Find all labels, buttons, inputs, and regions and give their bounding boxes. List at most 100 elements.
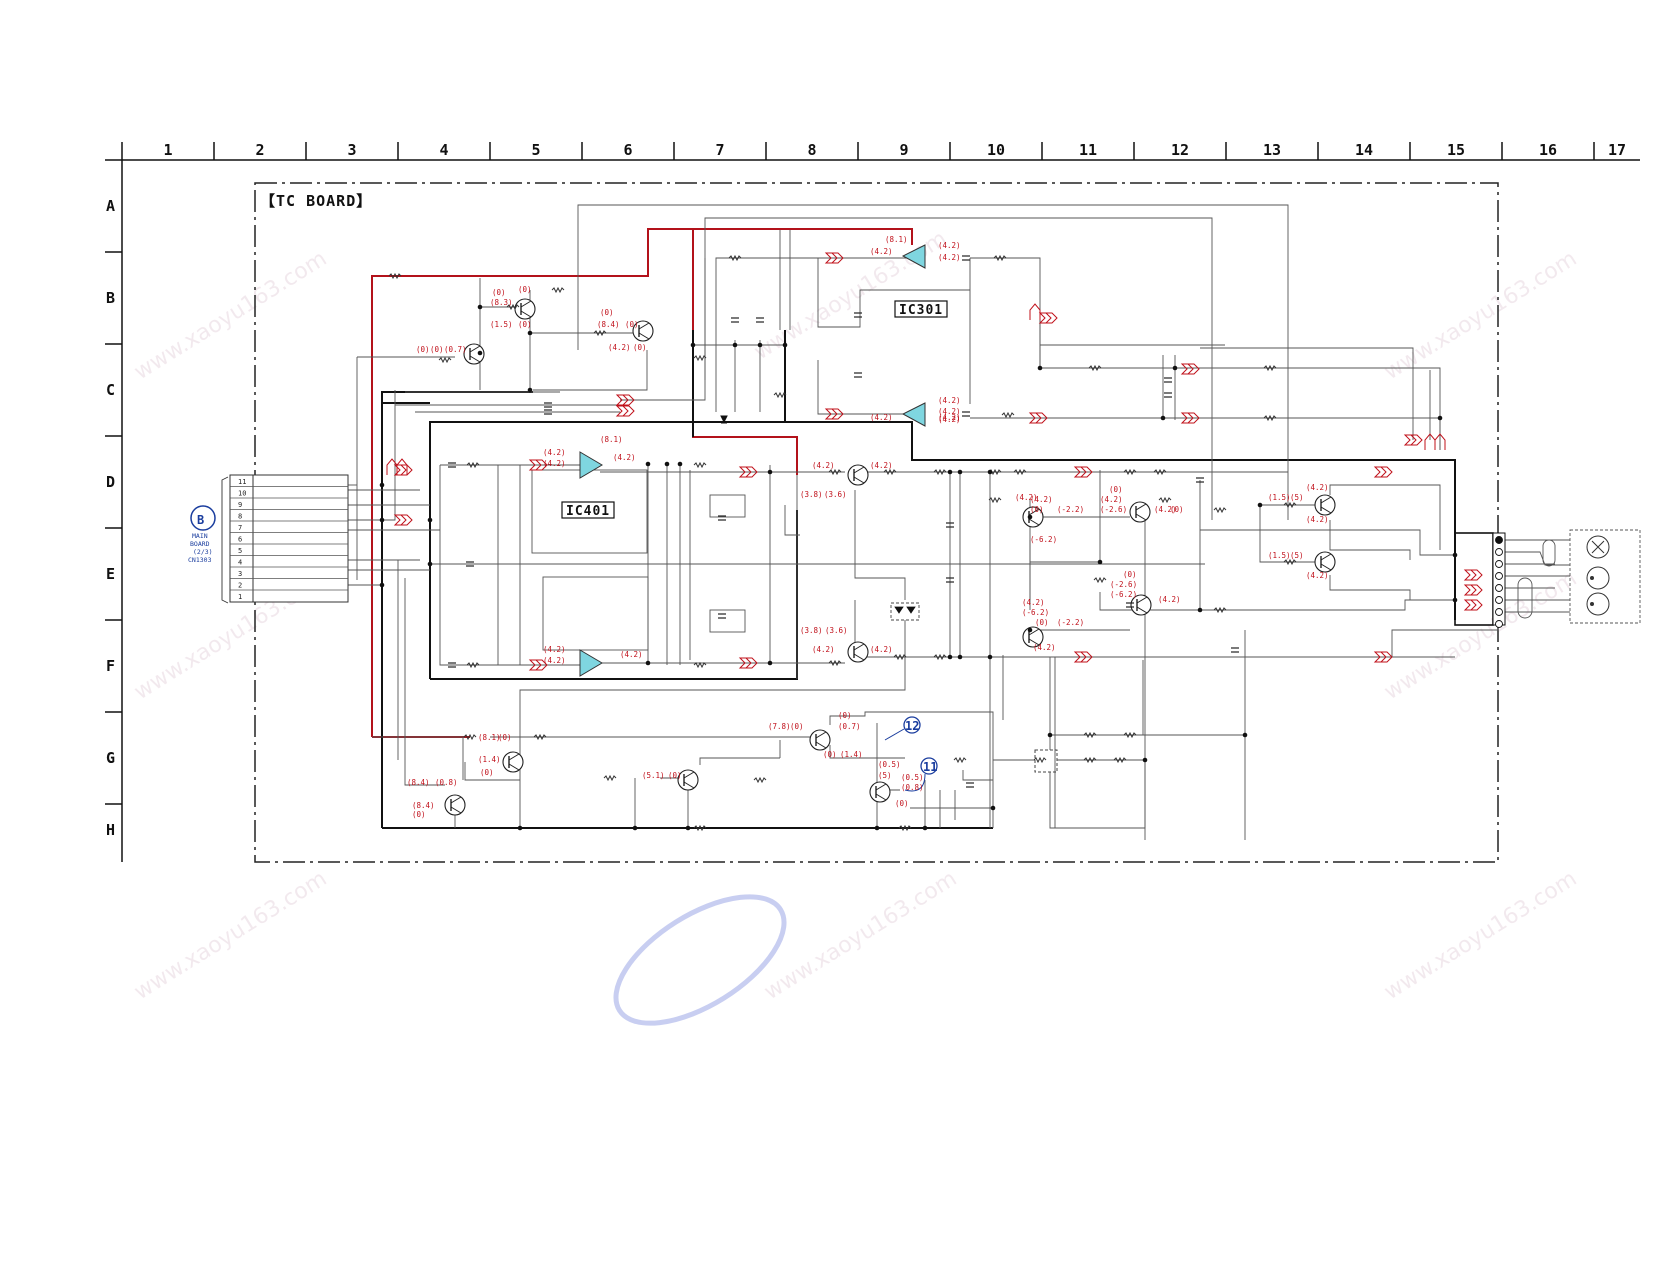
voltage-label: (8.3) [490, 298, 513, 307]
connector-pin-number: 1 [238, 593, 242, 601]
voltage-label: (4.2) [938, 413, 961, 422]
watermark: www.xaoyu163.com [130, 246, 331, 385]
voltage-label: (4.2) [938, 415, 961, 424]
resistor [1033, 756, 1047, 764]
voltage-label: (4.2) [938, 241, 961, 250]
capacitor [448, 462, 456, 468]
voltage-label: (4.2) [1100, 495, 1123, 504]
row-letter: F [106, 657, 115, 675]
voltage-label: (4.2) [613, 453, 636, 462]
headphone-jack [1569, 529, 1641, 624]
resistor [1213, 606, 1227, 614]
junction-dot [947, 469, 953, 475]
signal-flow-arrow [393, 464, 413, 476]
voltage-label: (4.2) [543, 645, 566, 654]
voltage-label: (0) [416, 345, 430, 354]
resistor [388, 272, 402, 280]
voltage-label: (0) [480, 768, 494, 777]
terminal-pin [1495, 596, 1503, 604]
capacitor [1164, 377, 1172, 383]
junction-dot [677, 461, 683, 467]
voltage-label: (4.2) [1015, 493, 1038, 502]
resistor [1088, 364, 1102, 372]
signal-arrow-group [393, 252, 1483, 671]
junction-dot [1257, 502, 1263, 508]
signal-flow-arrow [1463, 584, 1483, 596]
transistor [1314, 551, 1336, 573]
row-letter: G [106, 749, 115, 767]
capacitor [1196, 477, 1204, 483]
resistor [1158, 496, 1172, 504]
resistor [753, 776, 767, 784]
test-point-12-label: 12 [905, 719, 919, 733]
capacitor [946, 522, 954, 528]
voltage-label: (4.2) [870, 461, 893, 470]
row-letter: E [106, 565, 115, 583]
junction-dot [1437, 415, 1443, 421]
junction-dot [782, 342, 788, 348]
junction-dot [1172, 365, 1178, 371]
signal-flow-arrow [1373, 466, 1393, 478]
row-letter: A [106, 197, 115, 215]
terminal-pin [1495, 608, 1503, 616]
voltage-label: (4.2) [1022, 598, 1045, 607]
voltage-label: (4.2) [938, 253, 961, 262]
voltage-label: (1.5) [1268, 493, 1291, 502]
signal-flow-arrow [738, 466, 758, 478]
column-number: 15 [1447, 141, 1465, 159]
junction-dot [990, 805, 996, 811]
voltage-label: (-2.2) [1057, 618, 1084, 627]
row-letter: D [106, 473, 115, 491]
connector-pin-number: 5 [238, 547, 242, 555]
opamp-ic401-a [579, 451, 603, 479]
resistor [933, 468, 947, 476]
voltage-label: (-2.6) [1110, 580, 1137, 589]
voltage-label: (5) [1290, 551, 1304, 560]
signal-flow-arrow [393, 514, 413, 526]
junction-dot [1452, 597, 1458, 603]
connector-caption: BOARD [190, 540, 210, 548]
voltage-label: (0.7) [444, 345, 467, 354]
voltage-label: (-6.2) [1110, 590, 1137, 599]
signal-flow-arrow [1028, 412, 1048, 424]
voltage-label: (0.5) [901, 773, 924, 782]
diode [720, 415, 728, 424]
junction-dot [1047, 732, 1053, 738]
voltage-label: (3.8) [800, 490, 823, 499]
signal-flow-arrow [1073, 466, 1093, 478]
connector-pin-number: 2 [238, 582, 242, 590]
row-letter: H [106, 821, 115, 839]
ic401-label: IC401 [561, 501, 615, 519]
resistor [728, 254, 742, 262]
voltage-label-group: (8.1)(4.2)(4.2)(4.2)(4.2)(4.2)(4.2)(4.2)… [407, 235, 1329, 819]
voltage-label: (5.1) [642, 771, 665, 780]
voltage-label: (4.2) [543, 656, 566, 665]
voltage-label: (0) [600, 308, 614, 317]
led-pair-outline [890, 602, 920, 621]
voltage-label: (0) [625, 320, 639, 329]
board-title: 【TC BOARD】 [260, 192, 372, 210]
capacitor [718, 613, 726, 619]
junction-dot [1197, 607, 1203, 613]
column-number: 6 [624, 141, 633, 159]
watermark: www.xaoyu163.com [1380, 246, 1581, 385]
voltage-label: (4.2) [543, 448, 566, 457]
board-marker-b [190, 505, 216, 531]
resistor [828, 659, 842, 667]
junction-dot [379, 582, 385, 588]
capacitor [946, 577, 954, 583]
capacitor [544, 409, 552, 415]
capacitor [756, 317, 764, 323]
junction-dot [1160, 415, 1166, 421]
voltage-label: (4.2) [543, 459, 566, 468]
output-terminal-strip [1454, 532, 1506, 628]
junction-dot [427, 517, 433, 523]
resistor [1123, 731, 1137, 739]
voltage-label: (4.2) [1306, 483, 1329, 492]
resistor [551, 286, 565, 294]
capacitor [544, 402, 552, 408]
resistor [1283, 558, 1297, 566]
ic401-body-lower [542, 576, 649, 651]
resistor [466, 461, 480, 469]
